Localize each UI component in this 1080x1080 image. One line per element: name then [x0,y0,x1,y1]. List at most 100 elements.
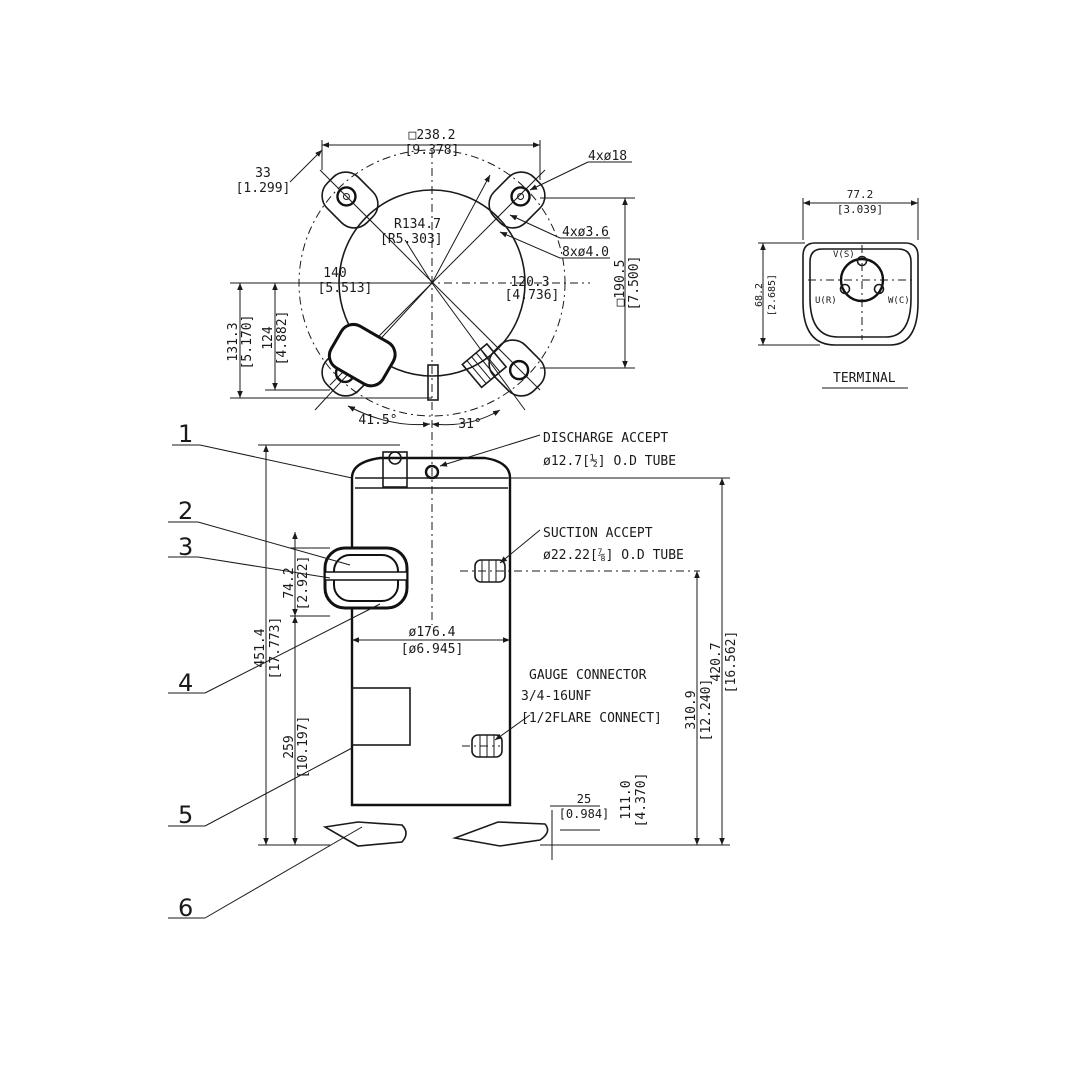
foot-right [451,821,549,847]
dim-box-pos-in: [10.197] [296,716,311,779]
dim-width-mm: □238.2 [409,128,456,143]
terminal-title: TERMINAL [833,371,896,386]
dim-height1-mm: 131.3 [226,322,241,361]
front-terminal-clamp [324,571,408,581]
dim-left-mm: 140 [323,266,346,281]
callouts: 1 2 3 4 5 6 [168,420,381,922]
dim-discharge-height-in: [16.562] [724,631,739,694]
dim-box-pos-mm: 259 [282,735,297,758]
discharge-fitting [424,464,440,480]
terminal-height-in: [2.685] [767,274,778,316]
top-view-terminal-box [327,322,397,388]
mount-foot-tl [321,171,379,229]
dim-height2-mm: 124 [261,326,276,350]
callout-6-leader [204,826,363,919]
top-view-angle-line-right [431,282,526,411]
leader-suction [499,529,541,564]
callout-2-leader [197,521,351,566]
dim-box-height-in: [2.922] [296,556,311,611]
terminal-pin-v [856,255,868,267]
dim-offset-line [289,149,323,183]
note-holes-medium: 8xø4.0 [562,245,609,260]
dim-foot-mm: 25 [577,792,591,806]
terminal-width-mm: 77.2 [847,188,874,201]
callout-4-number: 4 [178,669,193,697]
dim-radius-line [431,174,491,284]
dim-angle-left: 41.5° [358,413,397,428]
note-holes-small: 4xø3.6 [562,225,609,240]
dim-offset-in: [1.299] [236,181,291,196]
dim-angle-left-arc [347,405,431,428]
suction-spec: ø22.22[⅞] O.D TUBE [543,548,684,563]
discharge-spec: ø12.7[½] O.D TUBE [543,454,676,469]
top-view-suction-fitting [461,342,508,389]
callout-2-number: 2 [178,497,193,525]
dim-discharge-height-mm: 420.7 [709,642,724,681]
front-view: ø176.4 [ø6.945] 451.4 [17.773] 74.2 [2.9… [253,431,739,860]
leader-holes-small [509,214,561,239]
dim-offset-mm: 33 [255,166,271,181]
dim-gauge-height-mm: 111.0 [619,780,634,819]
dim-right-mm: 120.3 [510,275,549,290]
dim-suction-height-mm: 310.9 [684,690,699,729]
terminal-height-mm: 68.2 [754,283,765,307]
dim-angle-right: 31° [458,417,481,432]
gauge-label: GAUGE CONNECTOR [529,668,647,683]
callout-1-leader [199,444,353,479]
terminal-width-in: [3.039] [837,203,883,216]
dim-height2-in: [4.882] [275,311,290,366]
terminal-pin-u [839,283,851,295]
terminal-box-outer [802,242,919,346]
discharge-label: DISCHARGE ACCEPT [543,431,668,446]
top-view-radius-line [404,239,433,284]
nameplate [351,687,411,746]
gauge-thread: 3/4-16UNF [521,689,592,704]
dim-right-in: [4.736] [505,288,560,303]
callout-3-number: 3 [178,533,193,561]
discharge-boss-hole [388,451,402,465]
dim-total-height-in: [17.773] [268,617,283,680]
terminal-label-u: U(R) [815,296,837,306]
dim-width-in: [9.378] [405,143,460,158]
gauge-connector [462,734,503,758]
dim-height1-in: [5.170] [240,315,255,370]
suction-label: SUCTION ACCEPT [543,526,653,541]
dim-box-height-mm: 74.2 [282,567,297,598]
dim-gauge-height-in: [4.370] [634,773,649,828]
leader-discharge [439,434,541,467]
dim-radius-in: [R5.303] [380,232,443,247]
leader-holes-medium [499,231,561,259]
dim-radius-mm: R134.7 [394,217,441,232]
callout-4-leader [204,603,381,694]
terminal-pin-w [873,283,885,295]
callout-6-number: 6 [178,894,193,922]
dim-angle-right-arc [431,409,501,428]
suction-fitting [460,559,700,583]
terminal-housing [839,257,885,303]
terminal-view: 77.2 [3.039] 68.2 [2.685] V(S) U(R) W(C)… [754,188,919,389]
note-holes-mount: 4xø18 [588,149,627,164]
dim-depth-in: [7.500] [627,256,642,311]
callout-5-number: 5 [178,801,193,829]
callout-1-number: 1 [178,420,193,448]
foot-left [322,821,407,847]
callout-3-leader [197,556,331,579]
mount-foot-br [488,339,546,397]
top-view-discharge-stub [427,364,439,401]
leader-holes-mount [529,161,589,191]
terminal-label-w: W(C) [888,296,910,306]
top-view: □238.2 [9.378] 33 [1.299] R134.7 [R5.303… [226,128,642,432]
dim-suction-height-in: [12.240] [699,679,714,742]
leader-gauge [494,714,531,741]
dim-left-in: [5.513] [318,281,373,296]
callout-5-leader [204,747,353,827]
gauge-flare: [1/2FLARE CONNECT] [521,711,662,726]
terminal-label-v: V(S) [833,250,855,260]
dim-total-height-mm: 451.4 [253,628,268,667]
dim-diameter-in: [ø6.945] [401,642,464,657]
dim-diameter-mm: ø176.4 [409,625,456,640]
dim-foot-in: [0.984] [559,807,610,821]
terminal-box-inner [809,248,912,338]
mount-foot-tr [488,171,546,229]
